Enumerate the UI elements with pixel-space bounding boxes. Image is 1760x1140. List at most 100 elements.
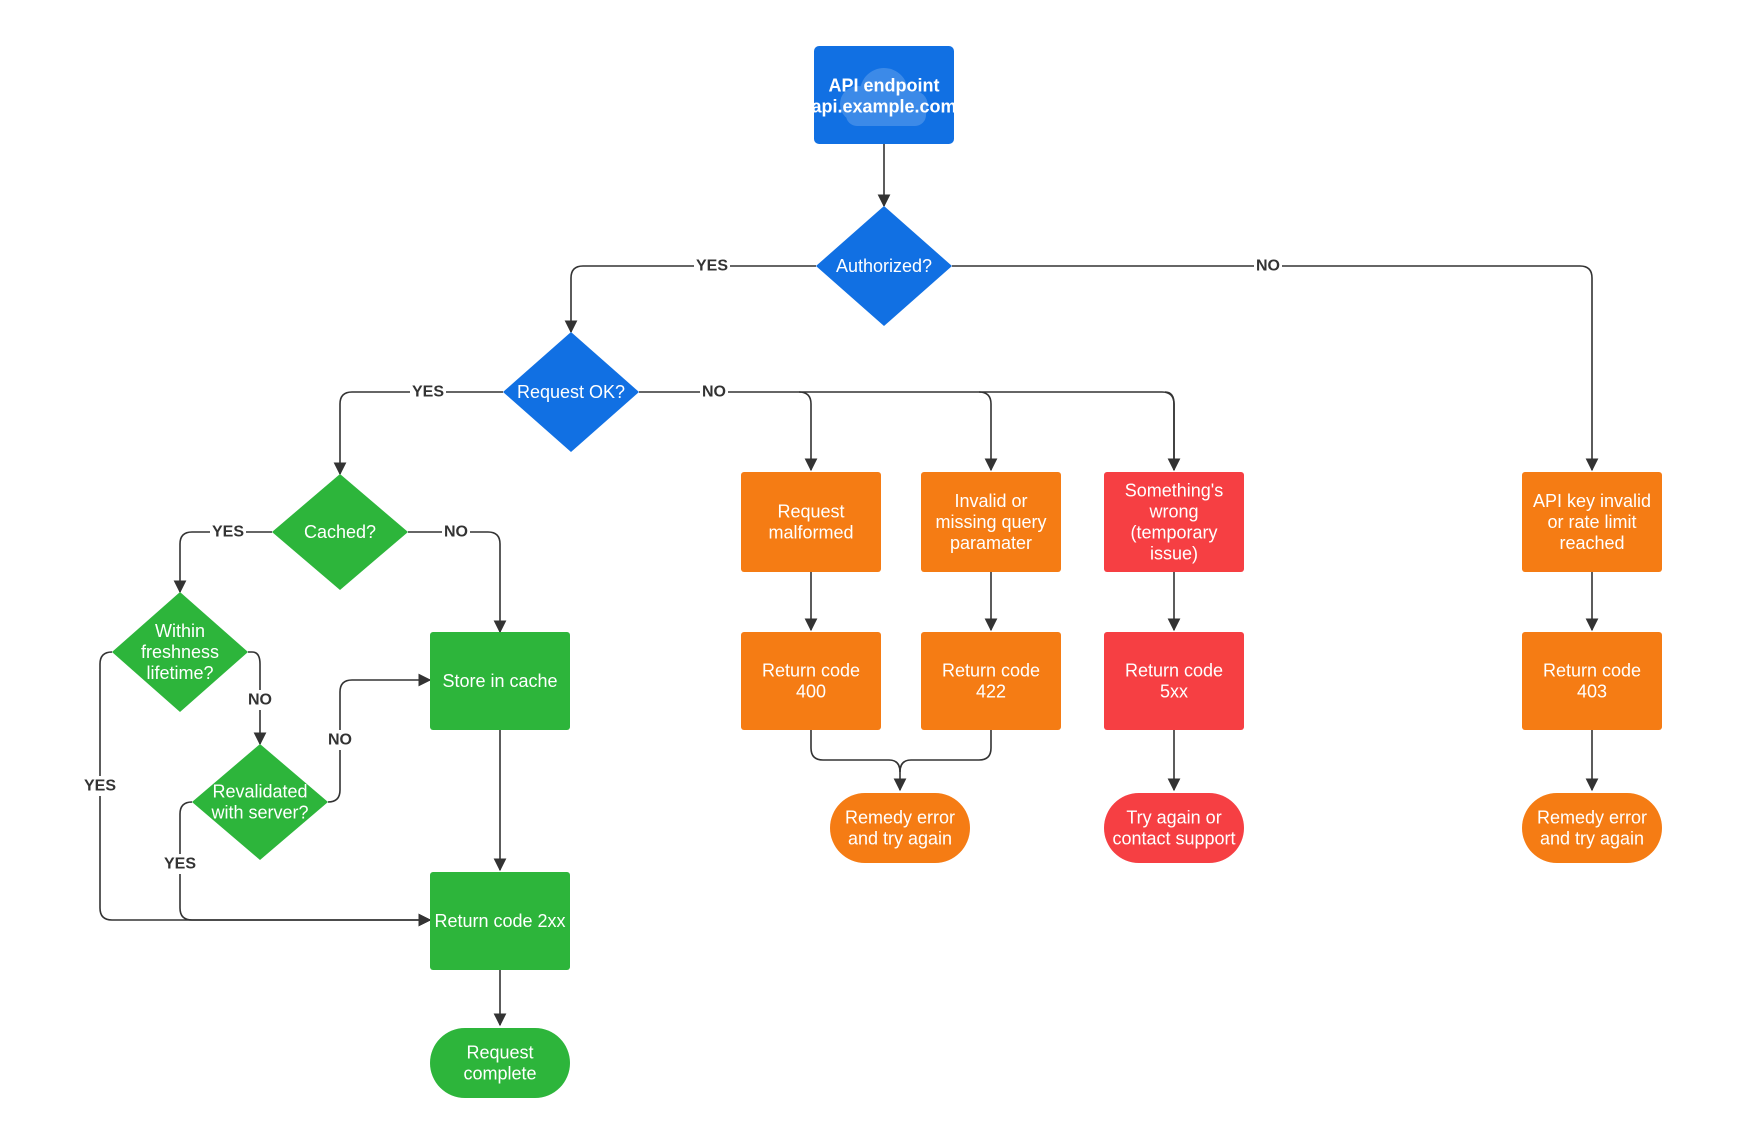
label-within-no: NO <box>246 690 274 710</box>
label-cached-no: NO <box>442 522 470 542</box>
node-label-line: Request <box>466 1043 533 1063</box>
label-cached-yes: YES <box>210 522 246 542</box>
edge-labels: YES NO YES NO YES NO NO YES <box>82 256 1282 874</box>
node-store-in-cache: Store in cache <box>430 632 570 730</box>
node-label-line: Store in cache <box>442 671 557 691</box>
node-label-line: 5xx <box>1160 682 1188 702</box>
edge-within-no <box>248 651 267 746</box>
node-label: Request OK? <box>517 382 625 402</box>
svg-text:NO: NO <box>1256 258 1280 275</box>
edge-cached-no <box>408 531 507 634</box>
node-label-line: reached <box>1559 533 1624 553</box>
node-label-line: Remedy error <box>845 808 955 828</box>
node-label-line: 403 <box>1577 682 1607 702</box>
node-label: Authorized? <box>836 256 932 276</box>
node-label-line: Return code 2xx <box>434 911 565 931</box>
label-authorized-yes: YES <box>694 256 730 276</box>
node-return-2xx: Return code 2xx <box>430 872 570 970</box>
edge-request-no-wrong <box>1164 391 1181 472</box>
node-label-line: Return code <box>1543 661 1641 681</box>
label-within-yes: YES <box>82 776 118 796</box>
svg-text:NO: NO <box>248 692 272 709</box>
node-label-line: Authorized? <box>836 256 932 276</box>
node-label-line: paramater <box>950 533 1032 553</box>
edge-request-no <box>639 391 1175 470</box>
node-label-line: Try again or <box>1126 808 1221 828</box>
edge-authorized-no <box>952 265 1599 472</box>
node-label-line: with server? <box>210 803 308 823</box>
node-cached: Cached? <box>272 474 408 590</box>
label-request-yes: YES <box>410 382 446 402</box>
svg-text:YES: YES <box>164 856 196 873</box>
svg-text:YES: YES <box>212 524 244 541</box>
node-label-line: freshness <box>141 642 219 662</box>
node-label-line: Return code <box>1125 661 1223 681</box>
node-label-line: api.example.com <box>811 97 956 117</box>
node-request-ok: Request OK? <box>503 332 639 452</box>
node-label: Return code 2xx <box>434 911 565 931</box>
edge-within-yes <box>99 651 432 927</box>
node-label-line: contact support <box>1112 829 1235 849</box>
edge-cached-yes <box>173 531 272 594</box>
node-label-line: and try again <box>848 829 952 849</box>
edge-request-no-malformed <box>798 391 818 472</box>
node-label-line: Request <box>777 502 844 522</box>
label-revalidated-no: NO <box>326 730 354 750</box>
node-label-line: Revalidated <box>212 782 307 802</box>
svg-text:NO: NO <box>702 384 726 401</box>
node-label-line: API endpoint <box>829 76 940 96</box>
node-label-line: Return code <box>942 661 1040 681</box>
node-label-line: Within <box>155 621 205 641</box>
node-label-line: Remedy error <box>1537 808 1647 828</box>
node-label-line: Return code <box>762 661 860 681</box>
label-revalidated-yes: YES <box>162 854 198 874</box>
svg-text:NO: NO <box>328 732 352 749</box>
node-authorized: Authorized? <box>816 206 952 326</box>
node-label: Cached? <box>304 522 376 542</box>
edge-authorized-yes <box>564 265 816 334</box>
node-label-line: or rate limit <box>1547 512 1636 532</box>
node-label-line: Invalid or <box>954 491 1027 511</box>
edge-revalidated-no <box>327 673 432 803</box>
svg-text:NO: NO <box>444 524 468 541</box>
node-label-line: lifetime? <box>146 663 213 683</box>
label-request-no: NO <box>700 382 728 402</box>
edges <box>99 144 1599 1027</box>
node-label-line: complete <box>463 1064 536 1084</box>
node-label-line: wrong <box>1148 502 1198 522</box>
node-label-line: issue) <box>1150 544 1198 564</box>
node-label-line: Cached? <box>304 522 376 542</box>
svg-text:YES: YES <box>412 384 444 401</box>
svg-text:YES: YES <box>696 258 728 275</box>
cloud-icon <box>840 68 928 126</box>
node-label: Store in cache <box>442 671 557 691</box>
node-label-line: 400 <box>796 682 826 702</box>
